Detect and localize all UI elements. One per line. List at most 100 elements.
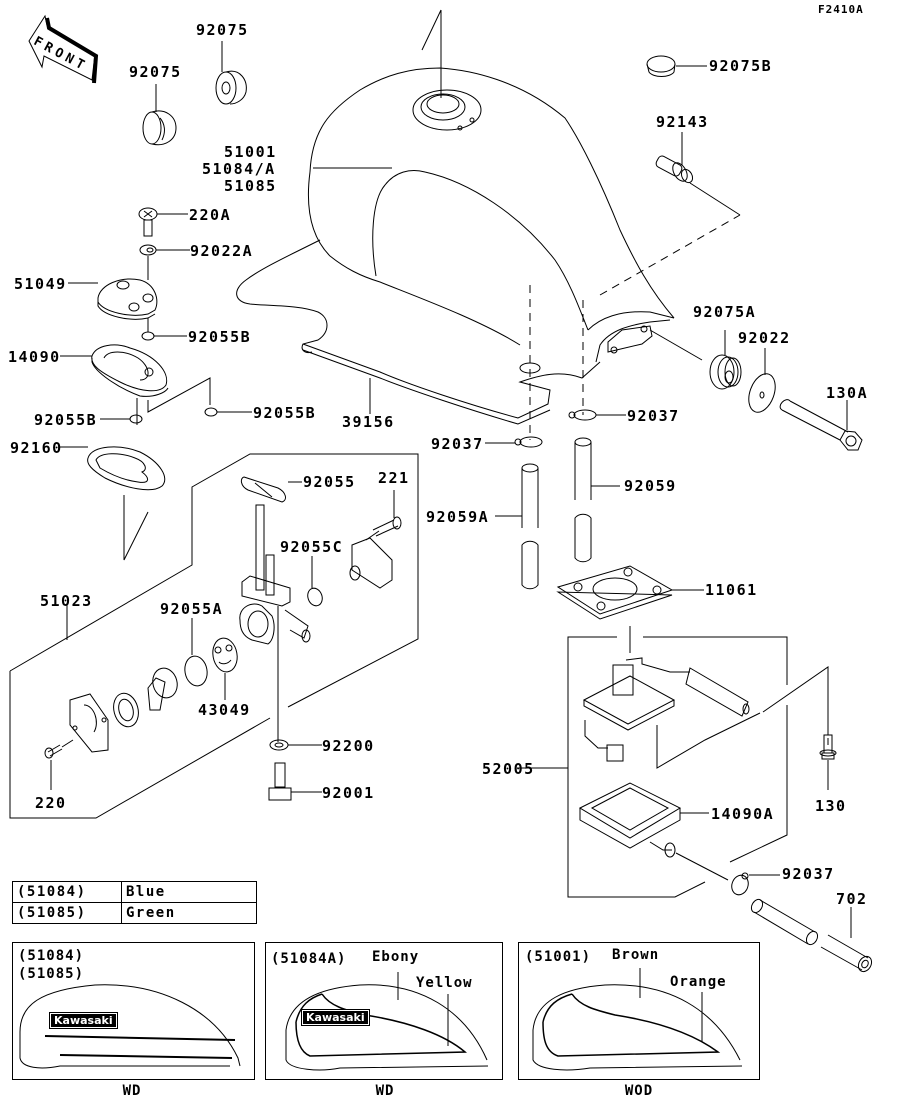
part-label-51084A[interactable]: 51084/A [202, 160, 276, 178]
collar-92143 [655, 132, 694, 184]
part-label-52005[interactable]: 52005 [482, 760, 535, 778]
part-label-51001[interactable]: 51001 [224, 143, 277, 161]
part-label-92160[interactable]: 92160 [10, 439, 63, 457]
part-label-92059A[interactable]: 92059A [426, 508, 490, 526]
variant-2-label-yellow: Yellow [416, 975, 473, 991]
washer-92200 [269, 739, 322, 751]
part-label-92055B-3[interactable]: 92055B [253, 404, 317, 422]
variant-panel-1 [12, 942, 255, 1080]
fuel-gauge-base-14090 [60, 344, 211, 425]
part-label-92055[interactable]: 92055 [303, 473, 356, 491]
screw-220A [138, 207, 188, 237]
clip-92037-b [485, 436, 543, 448]
hose-92059A [495, 463, 539, 590]
part-label-92075-a[interactable]: 92075 [196, 21, 249, 39]
color-name: Blue [121, 881, 257, 903]
damper-92075A [709, 330, 742, 390]
variant-1-caption: WD [122, 1083, 142, 1099]
part-label-92055A[interactable]: 92055A [160, 600, 224, 618]
fuel-petcock-valve [239, 504, 311, 742]
part-label-92022A[interactable]: 92022A [190, 242, 254, 260]
part-label-51085[interactable]: 51085 [224, 177, 277, 195]
hose-92059 [574, 437, 620, 563]
variant-1-code-a: (51084) [18, 948, 85, 964]
part-label-14090[interactable]: 14090 [8, 348, 61, 366]
screw-130 [819, 734, 837, 790]
rubber-cushion-92075-right [215, 41, 247, 105]
part-label-92075-b[interactable]: 92075 [129, 63, 182, 81]
part-label-92037-2[interactable]: 92037 [431, 435, 484, 453]
part-label-220A[interactable]: 220A [189, 206, 232, 224]
part-label-92075B[interactable]: 92075B [709, 57, 773, 75]
o-ring-92055A [184, 618, 208, 687]
part-label-92022[interactable]: 92022 [738, 329, 791, 347]
o-ring-92055C [307, 556, 323, 607]
fuel-tank-51001 [236, 67, 703, 363]
part-label-11061[interactable]: 11061 [705, 581, 758, 599]
petcock-assembly-box-51023 [9, 453, 419, 819]
lever-knob [147, 667, 178, 711]
kawasaki-logo: Kawasaki [301, 1009, 370, 1026]
part-label-92200[interactable]: 92200 [322, 737, 375, 755]
tank-variant-1-drawing [19, 984, 241, 1069]
variant-3-code: (51001) [525, 949, 592, 965]
rubber-cap-92075B [646, 55, 707, 77]
part-label-702[interactable]: 702 [836, 890, 868, 908]
o-ring-92055B-b [100, 414, 143, 424]
part-label-221[interactable]: 221 [378, 469, 410, 487]
part-label-92001[interactable]: 92001 [322, 784, 375, 802]
part-label-130A[interactable]: 130A [826, 384, 869, 402]
o-ring-92055B-a [141, 331, 187, 341]
variant-1-code-b: (51085) [18, 966, 85, 982]
bracket-52005 [517, 636, 788, 898]
filter-cup-14090A [578, 782, 729, 881]
part-label-92055B-2[interactable]: 92055B [34, 411, 98, 429]
washer-92022A [139, 244, 190, 280]
part-label-92037-1[interactable]: 92037 [627, 407, 680, 425]
tank-variant-3-drawing [532, 984, 743, 1071]
screw-221 [372, 490, 402, 537]
variant-3-label-brown: Brown [612, 947, 660, 963]
part-label-92075A[interactable]: 92075A [693, 303, 757, 321]
diagram-id: F2410A [818, 3, 864, 16]
variant-2-code: (51084A) [271, 951, 347, 967]
part-label-92143[interactable]: 92143 [656, 113, 709, 131]
part-label-14090A[interactable]: 14090A [711, 805, 775, 823]
table-row: (51085) Green [12, 902, 257, 924]
lever-seal-ring [113, 692, 139, 728]
seal-43049 [212, 637, 238, 700]
part-label-43049[interactable]: 43049 [198, 701, 251, 719]
gasket-92055 [240, 476, 302, 503]
rubber-cushion-92075-left [142, 84, 177, 146]
clip-92037-c [731, 872, 780, 896]
part-label-220[interactable]: 220 [35, 794, 67, 812]
screw-220 [44, 739, 74, 790]
part-label-51049[interactable]: 51049 [14, 275, 67, 293]
diaphragm-cover [349, 530, 393, 589]
bolt-92001 [268, 762, 322, 801]
leader-cap-2 [421, 9, 442, 51]
variant-3-caption: WOD [624, 1083, 654, 1099]
cover-51049 [68, 278, 158, 332]
part-label-92059[interactable]: 92059 [624, 477, 677, 495]
part-label-92055C[interactable]: 92055C [280, 538, 344, 556]
o-ring-92055B-c [204, 407, 252, 417]
color-code: (51085) [12, 902, 122, 924]
part-label-92055B-1[interactable]: 92055B [188, 328, 252, 346]
variant-panel-3 [518, 942, 760, 1080]
bolt-130A [779, 399, 863, 451]
gasket-92160 [60, 446, 166, 561]
kawasaki-logo: Kawasaki [49, 1012, 118, 1029]
part-label-130[interactable]: 130 [815, 797, 847, 815]
variant-panel-2 [265, 942, 503, 1080]
color-code-table: (51084) Blue (51085) Green [12, 881, 257, 924]
color-code: (51084) [12, 881, 122, 903]
variant-2-caption: WD [375, 1083, 395, 1099]
part-label-39156[interactable]: 39156 [342, 413, 395, 431]
part-label-51023[interactable]: 51023 [40, 592, 93, 610]
tank-variant-2-drawing [285, 984, 489, 1071]
front-arrow-icon [28, 14, 99, 84]
part-label-92037-3[interactable]: 92037 [782, 865, 835, 883]
